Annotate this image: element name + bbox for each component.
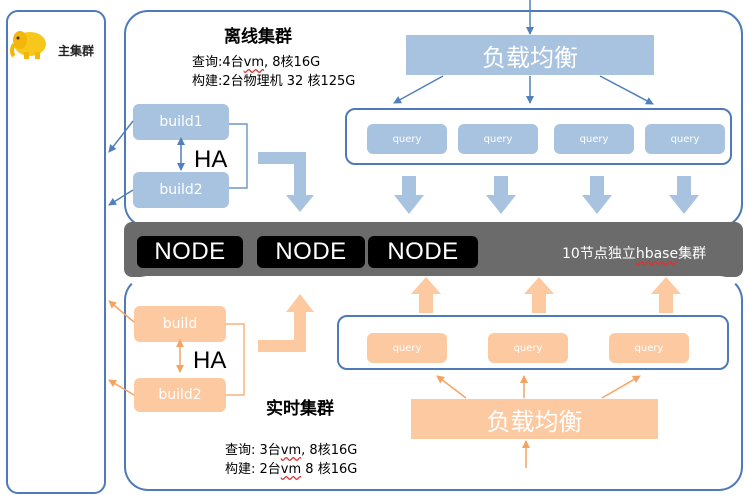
realtime-build-prefix: 构建: 2台 <box>225 462 281 477</box>
hbase-label-hbase: hbase <box>635 246 679 262</box>
hbase-node-3: NODE <box>368 236 478 268</box>
realtime-build-node: build <box>134 306 226 342</box>
realtime-query-3: query <box>609 333 689 363</box>
offline-query-2: query <box>458 124 538 154</box>
offline-query-prefix: 查询:4台 <box>192 55 244 70</box>
offline-cluster-title: 离线集群 <box>224 27 292 47</box>
offline-query-1: query <box>367 124 447 154</box>
offline-query-spec: 查询:4台vm, 8核16G <box>192 54 320 72</box>
hbase-label-suffix: 集群 <box>678 246 707 262</box>
realtime-query-spec: 查询: 3台vm, 8核16G <box>225 442 357 460</box>
main-cluster-panel <box>6 10 106 494</box>
offline-query-vm: vm <box>243 55 265 70</box>
offline-build2-node: build2 <box>133 172 229 208</box>
main-cluster-label: 主集群 <box>58 44 95 58</box>
realtime-query-2: query <box>488 333 568 363</box>
hbase-node-1: NODE <box>137 236 243 268</box>
realtime-build-vm: vm <box>280 462 302 477</box>
offline-build-spec: 构建:2台物理机 32 核125G <box>192 74 356 89</box>
hbase-label-prefix: 10节点独立 <box>562 246 636 262</box>
realtime-build2-node: build2 <box>134 378 226 412</box>
offline-build1-node: build1 <box>133 104 229 140</box>
offline-query-4: query <box>645 124 725 154</box>
offline-query-suffix: , 8核16G <box>264 55 321 70</box>
hbase-cluster-label: 10节点独立hbase集群 <box>562 243 706 263</box>
realtime-ha-label: HA <box>193 347 227 374</box>
realtime-query-suffix: , 8核16G <box>301 443 358 458</box>
offline-ha-label: HA <box>194 146 228 173</box>
realtime-query-prefix: 查询: 3台 <box>225 443 281 458</box>
realtime-build-spec: 构建: 2台vm 8 核16G <box>225 461 357 479</box>
offline-query-3: query <box>554 124 634 154</box>
offline-load-balancer: 负载均衡 <box>406 35 654 75</box>
realtime-load-balancer: 负载均衡 <box>411 399 658 439</box>
realtime-cluster-title: 实时集群 <box>266 399 334 419</box>
realtime-query-vm: vm <box>280 443 302 458</box>
realtime-cluster-panel <box>124 276 743 491</box>
realtime-build-suffix: 8 核16G <box>301 462 358 477</box>
realtime-query-1: query <box>367 333 447 363</box>
hadoop-elephant-icon <box>8 26 54 60</box>
hbase-node-2: NODE <box>257 236 365 268</box>
